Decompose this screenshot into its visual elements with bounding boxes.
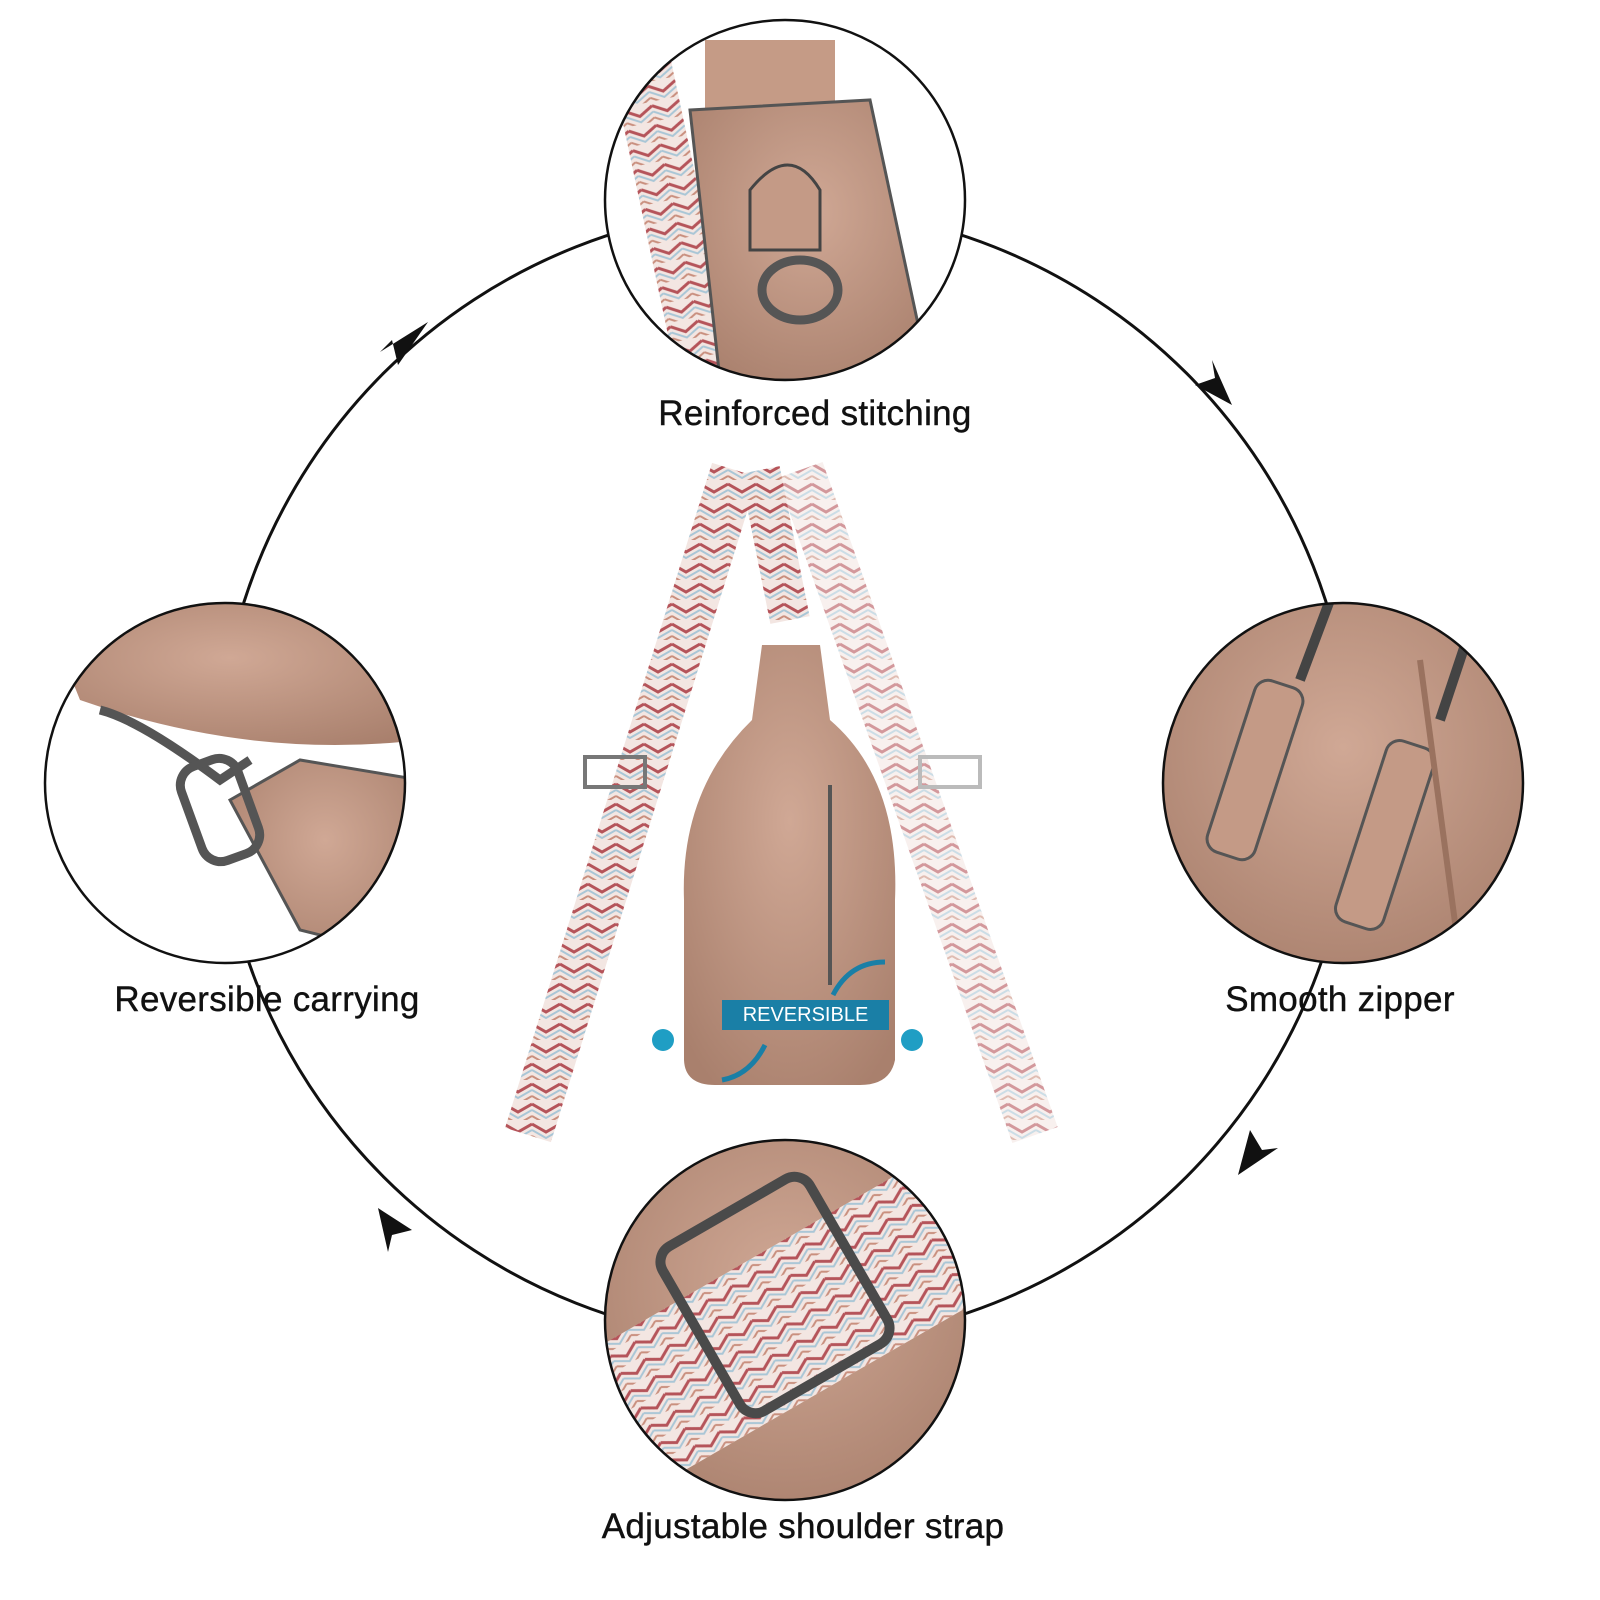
cycle-arrows [378, 322, 1278, 1252]
reversible-badge: REVERSIBLE [722, 1000, 889, 1030]
arrow-icon [380, 322, 428, 365]
arrow-icon [378, 1208, 412, 1252]
arrow-icon [1238, 1130, 1278, 1175]
reversible-point-right [901, 1029, 923, 1051]
closeup-adjustable-strap [603, 1138, 967, 1502]
closeup-smooth-zipper [1161, 601, 1525, 965]
curved-arrow-icon [721, 1043, 768, 1083]
closeup-reinforced-stitching [603, 18, 967, 382]
reversible-point-left [652, 1029, 674, 1051]
feature-label-reinforced-stitching: Reinforced stitching [658, 394, 972, 433]
arrow-icon [1195, 360, 1232, 405]
feature-label-smooth-zipper: Smooth zipper [1225, 980, 1455, 1019]
closeup-reversible-carrying [43, 601, 407, 965]
sling-bag-product [505, 462, 1058, 1143]
feature-label-reversible-carrying: Reversible carrying [114, 980, 420, 1019]
curved-arrow-icon [830, 959, 886, 997]
feature-label-adjustable-strap: Adjustable shoulder strap [601, 1507, 1005, 1546]
